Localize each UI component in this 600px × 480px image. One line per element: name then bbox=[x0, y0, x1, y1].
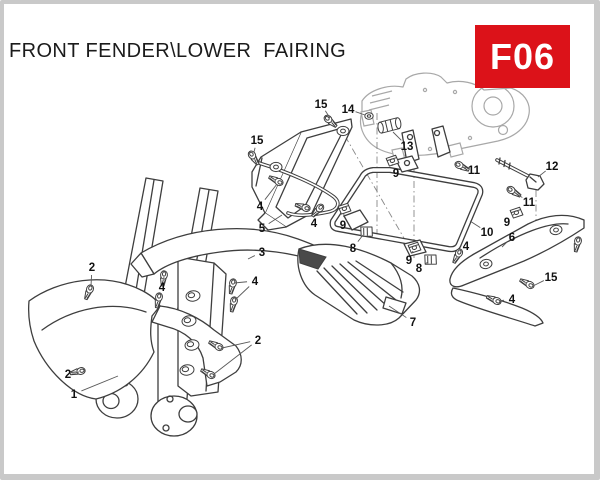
callout-number: 4 bbox=[463, 241, 470, 253]
callout-leader-line bbox=[425, 261, 429, 264]
callout-number: 15 bbox=[251, 135, 264, 147]
belly-pan bbox=[297, 243, 421, 326]
callout-number: 9 bbox=[406, 255, 412, 267]
callout-number: 7 bbox=[410, 317, 416, 329]
callout-leader-line bbox=[233, 281, 248, 284]
screw-icon bbox=[246, 149, 262, 167]
callout-number: 2 bbox=[65, 369, 71, 381]
callout-number: 9 bbox=[340, 220, 346, 232]
callout-number: 4 bbox=[159, 282, 166, 294]
callout-number: 4 bbox=[257, 201, 264, 213]
callout-leader-line bbox=[247, 255, 256, 260]
clip-nut-icon bbox=[509, 206, 524, 219]
callout-number: 12 bbox=[546, 161, 559, 173]
callout-number: 2 bbox=[89, 262, 95, 274]
long-bolt bbox=[495, 157, 545, 191]
figure-code-badge: F06 bbox=[475, 25, 570, 88]
callout-leader-line bbox=[264, 183, 278, 200]
screw-icon bbox=[518, 276, 536, 291]
callout-leader-line bbox=[513, 191, 523, 198]
screw-icon bbox=[572, 235, 583, 253]
callout-leader-line bbox=[316, 210, 320, 216]
grille-slats bbox=[316, 260, 404, 315]
grommet-icon bbox=[336, 125, 350, 137]
callout-leader-line bbox=[324, 110, 331, 119]
callout-number: 15 bbox=[315, 99, 328, 111]
callout-leader-line bbox=[511, 213, 515, 217]
callout-leader-line bbox=[213, 344, 252, 375]
callout-leader-line bbox=[461, 166, 467, 169]
callout-leader-line bbox=[532, 280, 545, 287]
callout-leader-line bbox=[268, 214, 283, 225]
screw-icon bbox=[227, 277, 238, 295]
callout-number: 9 bbox=[504, 217, 510, 229]
callout-leader-line bbox=[81, 375, 119, 392]
callout-leader-line bbox=[501, 242, 507, 248]
callout-number: 6 bbox=[509, 232, 515, 244]
callout-number: 11 bbox=[523, 197, 536, 209]
callout-leader-line bbox=[388, 305, 407, 318]
rubber-pad-icon bbox=[358, 224, 375, 239]
callout-number: 11 bbox=[468, 165, 481, 177]
callout-number: 13 bbox=[401, 141, 414, 153]
callout-number: 4 bbox=[311, 218, 318, 230]
callout-number: 5 bbox=[259, 223, 266, 235]
callout-number: 15 bbox=[545, 272, 558, 284]
callout-leader-line bbox=[90, 274, 93, 287]
page-title: FRONT FENDER\LOWER FAIRING bbox=[9, 40, 347, 62]
front-fender bbox=[28, 279, 242, 400]
washer-icon bbox=[364, 112, 374, 120]
callout-leader-line bbox=[391, 163, 394, 166]
callout-leader-line bbox=[392, 131, 402, 141]
callout-leader-line bbox=[469, 220, 481, 229]
callout-leader-line bbox=[537, 170, 546, 178]
callout-number: 3 bbox=[259, 247, 265, 259]
callout-number: 10 bbox=[481, 227, 494, 239]
callout-number: 8 bbox=[350, 243, 357, 255]
side-panel bbox=[449, 214, 585, 327]
callout-leader-line bbox=[221, 341, 251, 349]
screw-icon bbox=[505, 184, 523, 199]
callout-leader-line bbox=[498, 299, 505, 302]
callout-number: 2 bbox=[255, 335, 261, 347]
callout-leader-line bbox=[411, 250, 414, 253]
spacer-icon bbox=[376, 116, 403, 134]
callout-leader-line bbox=[357, 234, 364, 242]
callout-number: 8 bbox=[416, 263, 423, 275]
callout-number: 14 bbox=[342, 104, 355, 116]
callout-leader-line bbox=[234, 286, 250, 301]
callout-number: 4 bbox=[509, 294, 516, 306]
engine-outline bbox=[360, 72, 530, 163]
callout-number: 1 bbox=[71, 389, 78, 401]
grommet-icon bbox=[269, 161, 283, 173]
callout-leader-line bbox=[75, 371, 80, 374]
callout-number: 9 bbox=[393, 168, 399, 180]
callout-leader-line bbox=[355, 111, 366, 116]
rubber-pad-icon bbox=[422, 252, 439, 267]
callout-leader-line bbox=[253, 147, 256, 153]
callout-number: 4 bbox=[252, 276, 259, 288]
